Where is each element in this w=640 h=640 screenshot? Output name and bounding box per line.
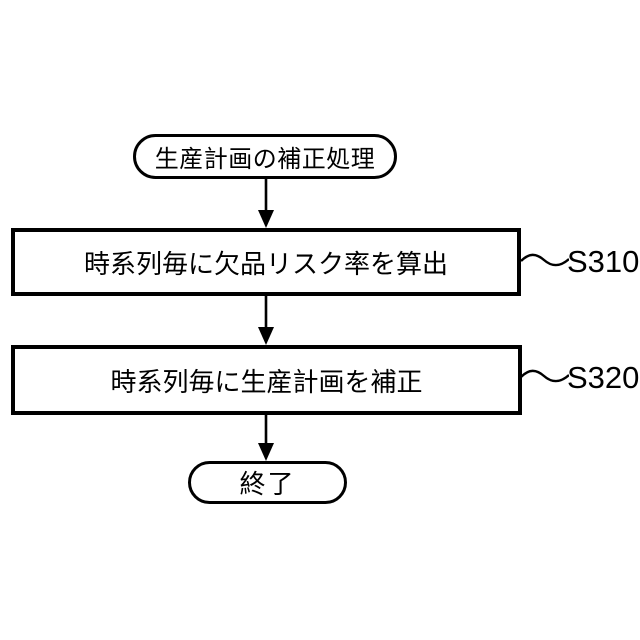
end-terminal: 終了 [188,461,347,504]
step-reference-1: S310 [567,244,640,279]
down-arrow-2 [258,296,274,345]
process-box-2-label: 時系列毎に生産計画を補正 [110,367,423,398]
process-box-2: 時系列毎に生産計画を補正 [11,345,522,415]
start-terminal-label: 生産計画の補正処理 [154,145,376,173]
reference-connector-2 [521,369,569,383]
end-terminal-label: 終了 [239,470,296,500]
reference-connector-1 [521,253,569,267]
process-box-1: 時系列毎に欠品リスク率を算出 [11,228,521,296]
process-box-1-label: 時系列毎に欠品リスク率を算出 [83,249,448,280]
arrowhead-icon [258,210,274,228]
arrowhead-icon [258,327,274,345]
down-arrow-3 [258,415,274,461]
step-reference-2: S320 [567,360,640,395]
arrowhead-icon [258,443,274,461]
down-arrow-1 [258,178,274,228]
start-terminal: 生産計画の補正処理 [133,134,397,179]
